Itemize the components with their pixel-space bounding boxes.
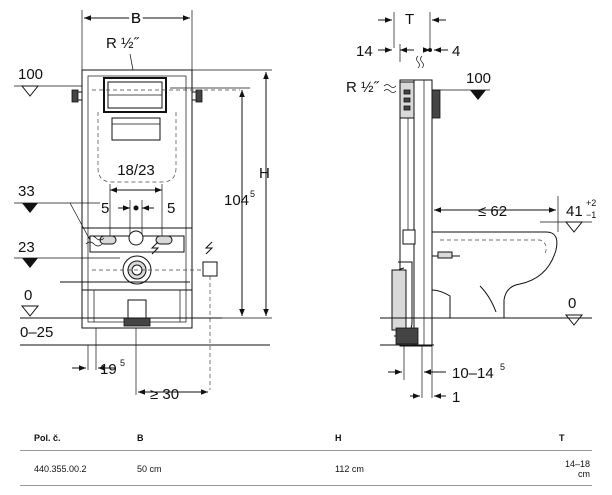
side-level-41-sub: −1 <box>586 210 596 220</box>
header-t: T <box>549 424 592 451</box>
dim-10-14-sup: 5 <box>500 362 505 372</box>
dim-104-label: 104 <box>224 192 249 209</box>
installation-drawing: B B R ½˝ 18/23 5 5 <box>14 7 597 406</box>
front-level-0: 0 <box>24 287 32 304</box>
dim-19-label: 19 <box>100 361 117 378</box>
cell-b: 50 cm <box>123 450 321 486</box>
dim-14-label: 14 <box>356 43 373 60</box>
dim-1-label: 1 <box>452 389 460 406</box>
table-header-row: Pol. č. B H T <box>20 424 592 451</box>
cell-h: 112 cm <box>321 450 549 486</box>
dim-t-label: T <box>405 11 414 28</box>
front-view: B B R ½˝ 18/23 5 5 <box>14 7 272 403</box>
header-b: B <box>123 424 321 451</box>
cell-t: 14–18 cm <box>549 450 592 486</box>
front-level-0-25: 0–25 <box>20 324 53 341</box>
cell-part-number: 440.355.00.2 <box>20 450 123 486</box>
front-level-100: 100 <box>18 66 43 83</box>
side-view: T 14 4 R ½˝ 100 <box>346 11 596 406</box>
dim-h-label: H <box>259 165 270 182</box>
side-thread-label: R ½˝ <box>346 79 380 96</box>
side-level-41-sup: +2 <box>586 198 596 208</box>
dim-104-sup: 5 <box>250 189 255 199</box>
dim-30-label: ≥ 30 <box>150 386 179 403</box>
spec-table: Pol. č. B H T 440.355.00.2 50 cm 112 cm … <box>20 424 592 486</box>
side-level-0: 0 <box>568 295 576 312</box>
front-thread-label: R ½˝ <box>106 35 140 52</box>
dim-18-23-label: 18/23 <box>117 162 155 179</box>
table-row: 440.355.00.2 50 cm 112 cm 14–18 cm <box>20 450 592 486</box>
front-level-33: 33 <box>18 183 35 200</box>
header-h: H <box>321 424 549 451</box>
side-level-41: 41 <box>566 203 583 220</box>
dim-19-sup: 5 <box>120 358 125 368</box>
dim-10-14-label: 10–14 <box>452 365 494 382</box>
dim-b-label-fill: B <box>131 10 141 27</box>
dim-4-label: 4 <box>452 43 460 60</box>
dim-5-right-label: 5 <box>167 200 175 217</box>
side-level-100: 100 <box>466 70 491 87</box>
dim-62-label: ≤ 62 <box>478 203 507 220</box>
front-level-23: 23 <box>18 239 35 256</box>
header-part-number: Pol. č. <box>20 424 123 451</box>
dim-b-label: B <box>131 10 141 27</box>
dim-5-left-label: 5 <box>101 200 109 217</box>
